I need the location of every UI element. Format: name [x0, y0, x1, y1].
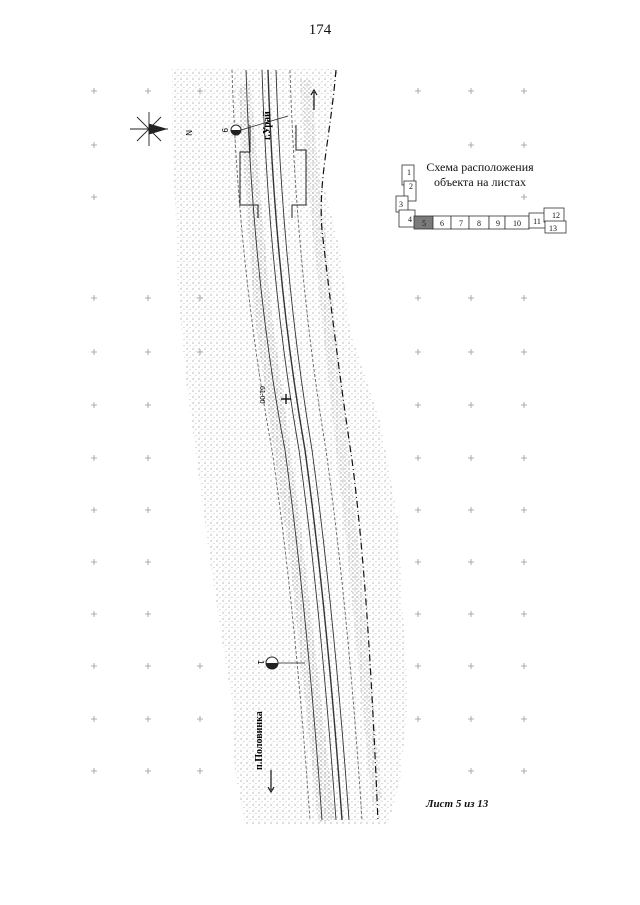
- junction-outline: [239, 125, 307, 218]
- sheet-5: 5: [422, 219, 426, 228]
- north-arrow: [130, 112, 168, 146]
- sheet-10: 10: [513, 219, 521, 228]
- sheet-scheme: 1 2 3 4 5 6 7 8 9 10 11 12 13: [395, 164, 567, 234]
- sheet-3: 3: [399, 200, 403, 209]
- page-number: 174: [308, 22, 332, 38]
- sheet-label: Лист 5 из 13: [426, 798, 489, 810]
- sheet-1: 1: [407, 168, 411, 177]
- boundary-line: [320, 69, 379, 823]
- direction-bottom-label: п.Половинка: [254, 711, 265, 770]
- grid-crosses: [91, 88, 527, 774]
- marker-9-label: 9: [220, 128, 229, 133]
- marker-1-label: 1: [256, 660, 265, 665]
- sheet-9: 9: [496, 219, 500, 228]
- sheet-8: 8: [477, 219, 481, 228]
- road-corridor: [231, 69, 363, 821]
- sheet-7: 7: [459, 219, 463, 228]
- arrow-top: [310, 88, 318, 110]
- legend-title-line2: объекта на листах: [434, 175, 526, 189]
- terrain-dense-strip: [238, 80, 335, 822]
- sheet-12: 12: [552, 211, 560, 220]
- north-label: N: [184, 130, 193, 136]
- sheet-13: 13: [549, 224, 557, 233]
- arrow-bottom: [267, 770, 275, 794]
- sheet-4: 4: [408, 215, 412, 224]
- terrain-dense-strip-2: [300, 80, 382, 805]
- direction-top-label: г.Урай: [262, 111, 273, 140]
- sheet-2: 2: [409, 182, 413, 191]
- coord-point-icon: [281, 394, 291, 404]
- terrain-area: [172, 68, 408, 825]
- coord-label: 61.00: [258, 386, 265, 404]
- sheet-11: 11: [533, 217, 541, 226]
- legend-title: Схема расположения объекта на листах: [420, 160, 540, 190]
- sheet-6: 6: [440, 219, 444, 228]
- legend-title-line1: Схема расположения: [426, 160, 534, 174]
